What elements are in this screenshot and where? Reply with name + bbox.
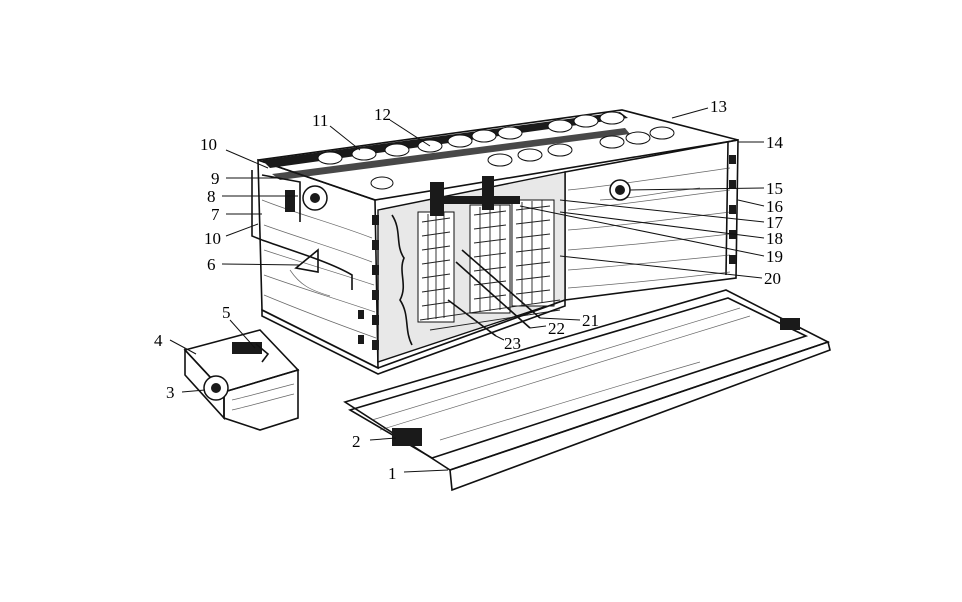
callout-20: 20: [764, 269, 781, 288]
callout-4: 4: [154, 331, 163, 350]
cell-plates: [391, 176, 561, 346]
callout-12: 12: [374, 105, 391, 124]
leader-lines: [169, 107, 765, 473]
box-handle: [261, 239, 353, 290]
callout-16: 16: [766, 197, 783, 216]
battery-cover: [343, 289, 831, 492]
callout-10-top: 10: [200, 135, 217, 154]
callout-5: 5: [222, 303, 231, 322]
wood-grain-side: [567, 167, 731, 289]
cell-caps: [317, 111, 675, 190]
battery-box: [251, 109, 739, 375]
callout-15: 15: [766, 179, 783, 198]
end-bracket: [251, 170, 328, 241]
callout-9: 9: [211, 169, 220, 188]
callout-labels: 1 2 3 4 5 6 7 8 9 10 10 11 12 13 14 15 1…: [154, 97, 784, 483]
callout-18: 18: [766, 229, 783, 248]
callout-2: 2: [352, 432, 361, 451]
callout-23: 23: [504, 334, 521, 353]
callout-8: 8: [207, 187, 216, 206]
callout-3: 3: [166, 383, 175, 402]
callout-14: 14: [766, 133, 784, 152]
callout-11: 11: [312, 111, 328, 130]
terminal-clip: [183, 329, 300, 431]
dovetail-joints: [358, 155, 736, 350]
callout-21: 21: [582, 311, 599, 330]
callout-22: 22: [548, 319, 565, 338]
callout-7: 7: [211, 205, 220, 224]
wood-grain-front: [261, 199, 377, 339]
callout-17: 17: [766, 213, 784, 232]
callout-10-bottom: 10: [204, 229, 221, 248]
callout-6: 6: [207, 255, 216, 274]
callout-13: 13: [710, 97, 727, 116]
callout-19: 19: [766, 247, 783, 266]
callout-1: 1: [388, 464, 397, 483]
